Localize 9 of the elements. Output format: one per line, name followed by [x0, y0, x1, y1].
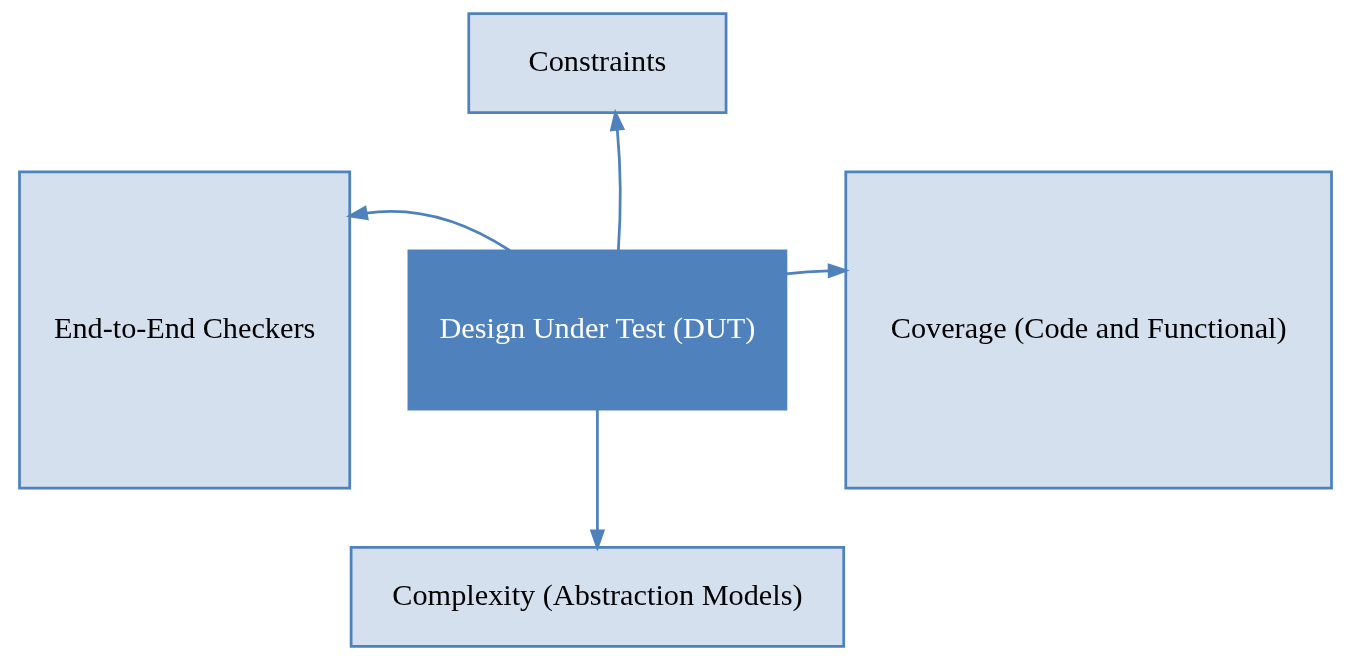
node-box: Coverage (Code and Functional) — [844, 170, 1333, 490]
arrow — [609, 108, 626, 251]
arrow — [785, 263, 850, 279]
node-box: Complexity (Abstraction Models) — [349, 546, 846, 648]
node-box: Constraints — [467, 12, 728, 114]
arrow — [589, 409, 606, 552]
arrow — [345, 205, 511, 252]
node-box: Design Under Test (DUT) — [407, 249, 788, 411]
node-box: End-to-End Checkers — [18, 170, 352, 490]
